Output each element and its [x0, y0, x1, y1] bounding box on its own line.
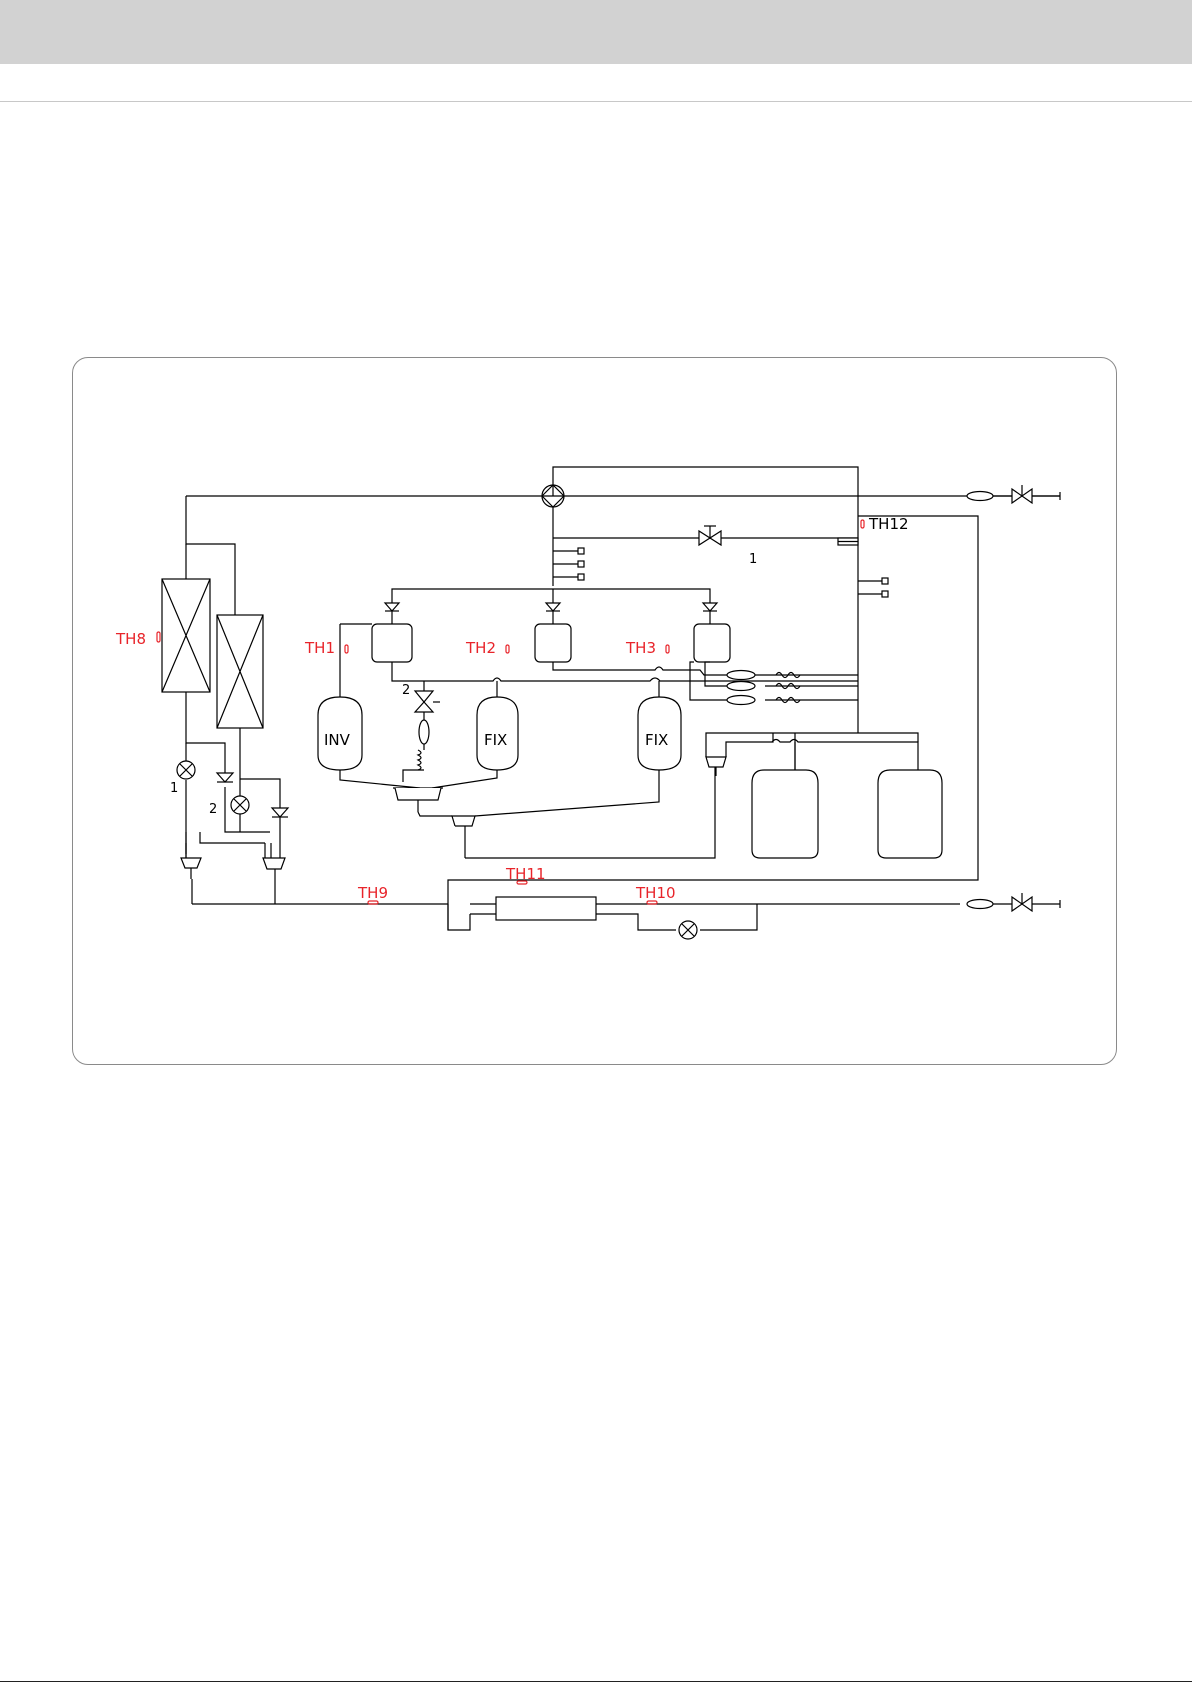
- expansion-valve-2: [231, 796, 249, 832]
- heat-exchanger-2: [217, 615, 263, 728]
- pipe-top-loop: [186, 467, 1060, 930]
- label-th3: TH3: [625, 639, 656, 657]
- check-valves-left: [217, 773, 288, 858]
- label-expansion-valve-2: 2: [209, 802, 217, 817]
- label-th11: TH11: [505, 865, 546, 883]
- subcooler: [448, 897, 960, 939]
- label-th2: TH2: [465, 639, 496, 657]
- service-valve-gas: [967, 485, 1060, 503]
- label-th12: TH12: [868, 515, 909, 533]
- expansion-valve-1: [177, 761, 195, 779]
- label-compressor-fix-1: FIX: [484, 731, 507, 749]
- label-th10: TH10: [635, 884, 676, 902]
- bypass-solenoid-valve: [699, 526, 721, 545]
- service-valve-liquid: [967, 496, 1060, 911]
- accumulators: [706, 733, 942, 858]
- heat-exchanger-1: [162, 544, 210, 692]
- distributors-left: [181, 843, 285, 879]
- oil-return-lines: [392, 662, 858, 700]
- label-compressor-inv: INV: [324, 731, 351, 749]
- label-th1: TH1: [304, 639, 335, 657]
- oil-separators: [372, 624, 730, 662]
- label-compressor-fix-2: FIX: [645, 731, 668, 749]
- discharge-header: [385, 589, 717, 624]
- label-solenoid-valve-2: 2: [402, 683, 410, 698]
- pressure-switch-stubs: [553, 538, 888, 597]
- label-th8: TH8: [115, 630, 146, 648]
- label-expansion-valve-1: 1: [170, 781, 178, 796]
- label-th9: TH9: [357, 884, 388, 902]
- label-bypass-valve-1: 1: [749, 552, 757, 567]
- suction-lines: [340, 757, 715, 858]
